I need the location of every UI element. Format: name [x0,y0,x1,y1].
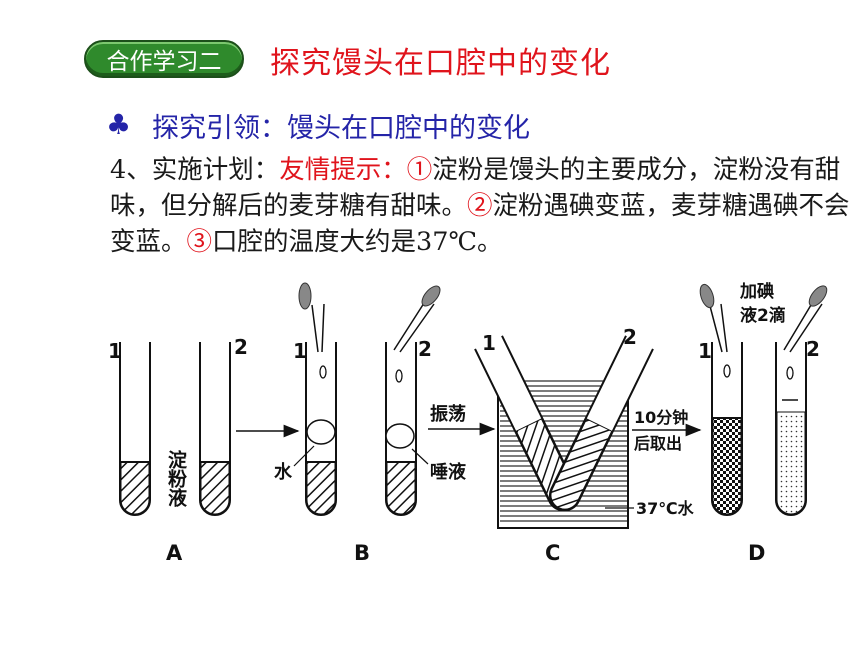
water-pointer [293,445,315,467]
stage-b-tube1-number: 1 [293,339,307,363]
stage-a-tube2-number: 2 [234,335,248,359]
shake-label: 振荡 [430,403,466,425]
section-badge: 合作学习二 [84,40,244,78]
iodine-label-line2: 液2滴 [740,305,786,326]
water-label: 水 [274,461,293,483]
step-prefix: 4、实施计划： [110,155,280,185]
stage-d-tube-1 [711,342,743,516]
stage-a-label: A [166,541,183,565]
starch-solution-label: 淀粉液 [165,449,187,508]
subheading: 探究引领：馒头在口腔中的变化 [152,113,530,144]
stage-c-label: C [545,541,560,565]
stage-c-tube-2 [548,335,654,512]
hint-label: 友情提示： [279,155,407,185]
tip3-marker: ③ [186,227,213,257]
stage-d-tube1-number: 1 [698,339,712,363]
instruction-paragraph: 4、实施计划：友情提示：①淀粉是馒头的主要成分，淀粉没有甜味，但分解后的麦芽糖有… [110,152,850,260]
tip2-text: 淀粉遇碘变蓝，麦芽糖遇碘不会变蓝。 [110,191,850,257]
stage-a-tube-1 [119,342,151,516]
stage-d-tube2-number: 2 [806,337,820,361]
page-title: 探究馒头在口腔中的变化 [270,46,611,81]
stage-b-label: B [354,541,370,565]
stage-d-dropper-1 [699,283,728,353]
stage-a-tube-2 [199,342,231,516]
tip1-marker: ① [406,155,433,185]
stage-b-dropper-2 [393,285,441,353]
tip3-text: 口腔的温度大约是37℃。 [212,227,503,257]
stage-b-tube-2 [385,342,417,516]
stage-d-label: D [748,541,765,565]
water-bath-label: 37℃水 [636,499,695,518]
saliva-label: 唾液 [430,461,467,483]
tip2-marker: ② [467,191,493,221]
saliva-pointer [411,448,429,465]
stage-d-dropper-2 [783,285,828,353]
club-icon: ♣ [106,108,132,141]
iodine-label-line1: 加碘 [739,281,774,302]
take-out-label: 后取出 [634,434,682,453]
tip1-text: 淀粉是馒头的主要成分，淀粉没有甜味，但分解后的麦芽糖有甜味。 [110,155,841,221]
stage-c-tube1-number: 1 [482,331,496,355]
wait-time-label: 10分钟 [634,408,688,427]
stage-a-tube1-number: 1 [108,339,122,363]
stage-b-tube2-number: 2 [418,337,432,361]
stage-c-tube2-number: 2 [623,325,637,349]
stage-d-tube-2 [775,342,807,516]
stage-b-dropper-1 [298,282,325,353]
stage-b-tube-1 [305,342,337,516]
